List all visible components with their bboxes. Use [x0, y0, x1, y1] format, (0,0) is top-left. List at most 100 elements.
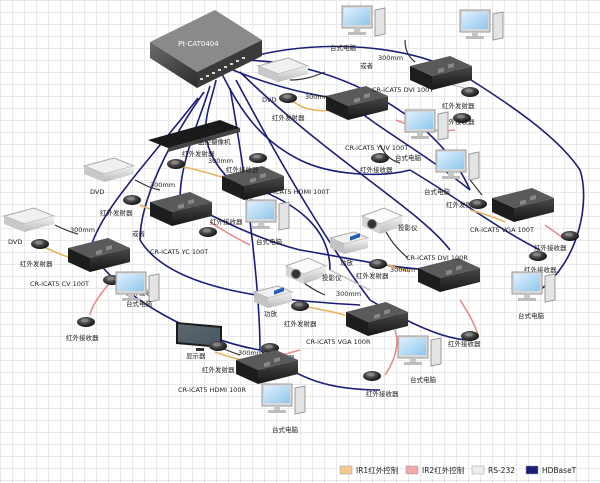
pc-dvi-t-label: 台式电脑: [395, 153, 422, 162]
legend: IR1红外控制 IR2红外控制 RS-232 HDBaseT: [339, 465, 577, 475]
pc-cv: [115, 271, 160, 303]
cr-cv-t: CR-iCAT5 CV 100T: [30, 280, 89, 288]
amp-1-label: 功放: [340, 258, 354, 267]
ext-cv: [68, 238, 130, 272]
ir-rx-yuv: 红外接收器: [360, 165, 393, 174]
legend-label-rs232: RS-232: [488, 466, 515, 475]
pc-top-label: 台式电脑: [330, 43, 357, 52]
ir-rx-dvi-r: 红外接收器: [524, 265, 557, 274]
pc-vga-t: [435, 149, 480, 181]
legend-label-ir1: IR1红外控制: [356, 465, 398, 475]
ir-puck-12: [469, 199, 487, 209]
cr-dvi-t: CR-iCAT5 DVI 100T: [372, 86, 433, 94]
ir-puck-4: [371, 153, 389, 163]
ir-tx-dvi-r: 红外发射器: [356, 271, 389, 280]
switch-label: Pt-CAT0404: [178, 40, 219, 48]
proj-1-label: 投影仪: [398, 223, 418, 232]
mm-dvi-t: 300mm: [305, 93, 330, 101]
ext-dvi-r: [418, 258, 480, 292]
ir-puck-15: [529, 251, 547, 261]
cr-hdmi-t: CR-iCAT5 HDMI 100T: [262, 188, 329, 196]
ir-rx-vga-t: 红外接收器: [534, 243, 567, 252]
dvd-yc: [83, 157, 135, 183]
cr-yuv-t: CR-iCAT5 YUV 100T: [345, 144, 408, 152]
mm-hdmi-t: 300mm: [208, 157, 233, 165]
mm-vga-r: 300mm: [336, 290, 361, 298]
legend-swatch-hdbaset: [525, 465, 539, 475]
legend-label-ir2: IR2红外控制: [422, 465, 464, 475]
projector-1: [361, 207, 403, 235]
pc-dvi-r: [511, 271, 556, 303]
ir-tx-dvi-t-right: 红外发射器: [442, 101, 475, 110]
pc-top-right: [459, 9, 504, 41]
cr-vga-t: CR-iCAT5 VGA 100T: [470, 226, 534, 234]
dvd-yc-label: DVD: [90, 188, 104, 196]
ir-puck-7: [123, 195, 141, 205]
ext-yc: [150, 192, 212, 226]
ir-puck-1: [279, 93, 297, 103]
ir-tx-vga-t: 红外发射器: [446, 200, 479, 209]
ir-rx-vga-r2: 红外接收器: [366, 389, 399, 398]
ir-tx-dvi-t-left: 红外发射器: [272, 113, 305, 122]
ir-puck-6: [249, 153, 267, 163]
legend-swatch-ir1: [339, 465, 353, 475]
ext-dvi-t-top: [410, 56, 472, 90]
ir-tx-vga-r: 红外发射器: [284, 319, 317, 328]
pc-vga-r-label: 台式电脑: [410, 375, 437, 384]
ir-puck-5: [167, 159, 185, 169]
or-yc: 或者: [132, 229, 146, 238]
pc-vga-r: [397, 335, 442, 367]
ir-tx-hdmi-t: 红外发射器: [182, 149, 215, 158]
ir-puck-11: [77, 317, 95, 327]
ir-puck-14: [369, 259, 387, 269]
matrix-switch: Pt-CAT0404: [150, 10, 262, 88]
or-top: 或者: [360, 61, 374, 70]
ir-rx-cv-bottom: 红外接收器: [66, 333, 99, 342]
dvd-cv-label: DVD: [8, 238, 22, 246]
cr-yc-t: CR-iCAT5 YC 100T: [150, 248, 208, 256]
ir-puck-2: [461, 87, 479, 97]
ir-tx-yc: 红外发射器: [100, 208, 133, 217]
ir-tx-cv: 红外发射器: [20, 259, 53, 268]
mm-yc: 300mm: [150, 181, 175, 189]
dvd-cv: [3, 207, 55, 233]
mm-hdmi-r: 300mm: [238, 349, 263, 357]
pc-dvi-t: [404, 109, 449, 141]
ir-puck-8: [199, 227, 217, 237]
display: [176, 322, 222, 351]
ir-puck-13: [561, 231, 579, 241]
camera: [148, 120, 240, 152]
pc-cv-label: 台式电脑: [126, 299, 153, 308]
ir-puck-16: [291, 301, 309, 311]
mm-dvi-r: 300mm: [390, 266, 415, 274]
ext-vga-r: [346, 302, 408, 336]
cam-label: 监控摄像机: [198, 137, 231, 146]
pc-hdmi-r-label: 台式电脑: [272, 425, 299, 434]
proj-2-label: 投影仪: [322, 273, 342, 282]
mm-top: 300mm: [378, 54, 403, 62]
legend-swatch-rs232: [471, 465, 485, 475]
mm-cv: 300mm: [70, 226, 95, 234]
amp-2: [253, 285, 293, 309]
cr-dvi-r: CR-iCAT5 DVI 100R: [406, 254, 468, 262]
ir-rx-yc: 红外接收器: [210, 217, 243, 226]
dvd-top-label: DVD: [262, 96, 276, 104]
legend-swatch-ir2: [405, 465, 419, 475]
ext-vga-t: [492, 188, 554, 222]
ir-puck-19: [209, 341, 227, 351]
pc-top: [341, 5, 386, 37]
cr-hdmi-r: CR-iCAT5 HDMI 100R: [178, 386, 246, 394]
ir-puck-9: [31, 239, 49, 249]
amp-2-label: 功放: [264, 309, 278, 318]
ir-tx-hdmi-r: 红外发射器: [202, 365, 235, 374]
legend-label-hdbaset: HDBaseT: [542, 466, 577, 475]
pc-yc: [245, 199, 290, 231]
ir-puck-18: [363, 371, 381, 381]
pc-vga-t-label: 台式电脑: [424, 187, 451, 196]
pc-dvi-r-label: 台式电脑: [518, 311, 545, 320]
pc-hdmi-r: [261, 383, 306, 415]
pc-yc-label: 台式电脑: [256, 237, 283, 246]
ir-rx-hdmi-t: 红外接收器: [226, 165, 259, 174]
